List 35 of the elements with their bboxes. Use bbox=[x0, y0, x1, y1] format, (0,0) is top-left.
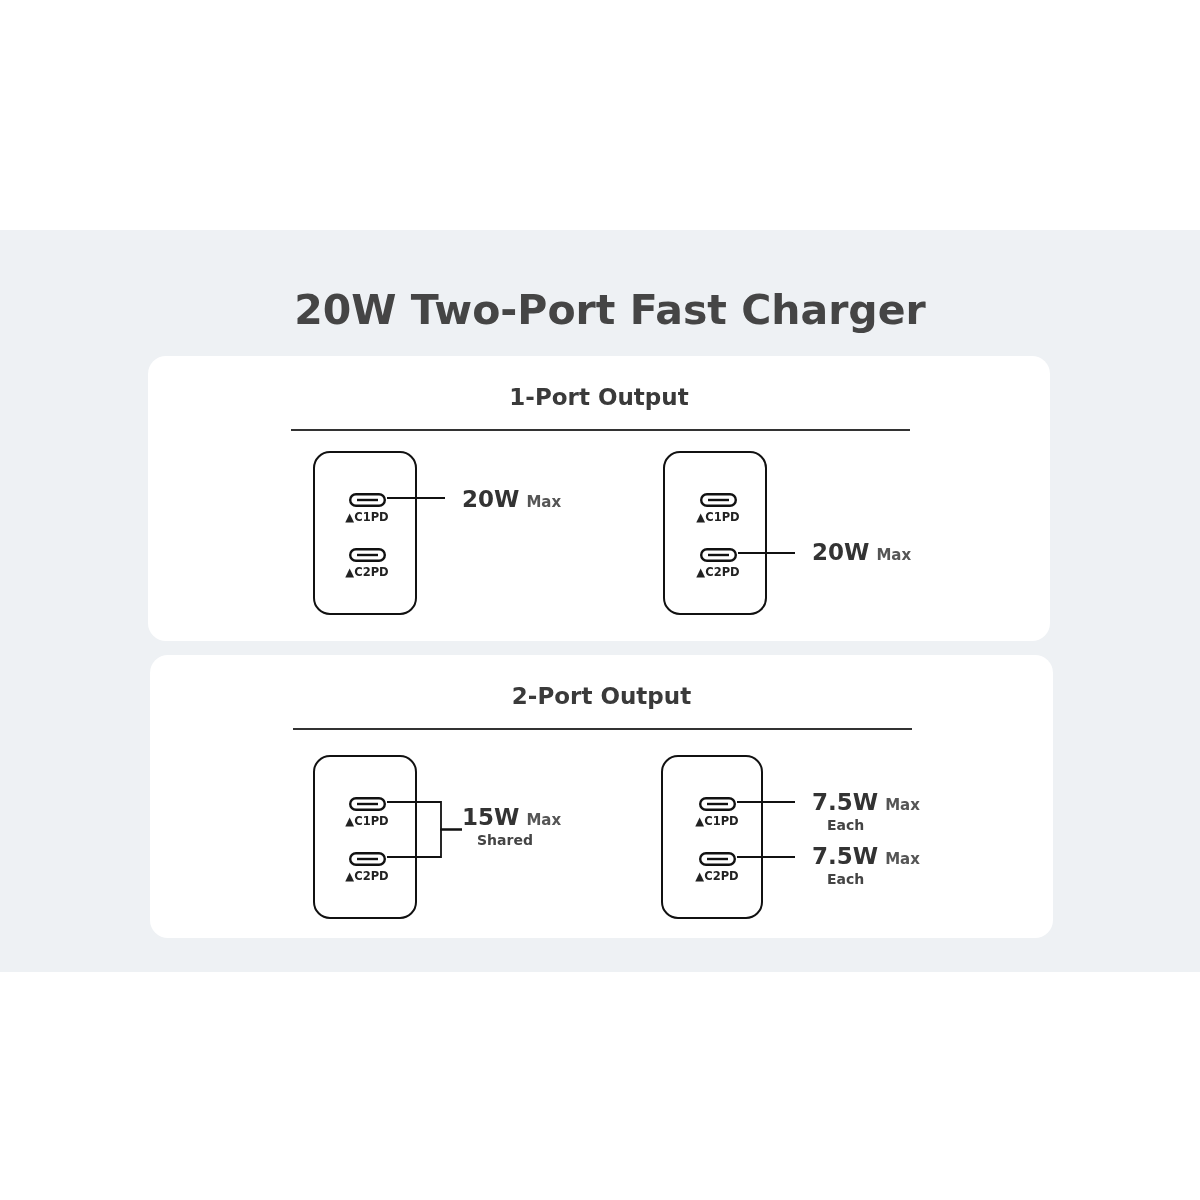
output-panel bbox=[148, 356, 1050, 641]
port-label: ▲C2PD bbox=[345, 565, 389, 579]
charger-body bbox=[663, 451, 767, 615]
port-label: ▲C1PD bbox=[696, 510, 740, 524]
port-label: ▲C2PD bbox=[695, 869, 739, 883]
leader-line bbox=[736, 856, 796, 858]
charger-body bbox=[313, 451, 417, 615]
port-label: ▲C1PD bbox=[345, 814, 389, 828]
port-label: ▲C1PD bbox=[695, 814, 739, 828]
leader-line bbox=[737, 552, 796, 554]
port-label: ▲C1PD bbox=[345, 510, 389, 524]
wattage-value: 20W bbox=[462, 486, 520, 512]
max-label: Max bbox=[526, 811, 562, 829]
output-panel bbox=[150, 655, 1053, 938]
port-label: ▲C2PD bbox=[345, 869, 389, 883]
charger-body bbox=[313, 755, 417, 919]
wattage-value: 20W bbox=[812, 539, 870, 565]
max-label: Max bbox=[876, 546, 912, 564]
max-label: Max bbox=[885, 796, 920, 814]
leader-line bbox=[736, 801, 796, 803]
leader-line bbox=[386, 828, 463, 858]
leader-line bbox=[386, 497, 446, 499]
note-label: Shared bbox=[477, 832, 533, 848]
wattage-value: 15W bbox=[462, 804, 520, 830]
panel-heading: 1-Port Output bbox=[508, 384, 690, 410]
max-label: Max bbox=[526, 493, 562, 511]
note-label: Each bbox=[827, 871, 865, 887]
note-label: Each bbox=[827, 817, 865, 833]
max-label: Max bbox=[885, 850, 920, 868]
port-label: ▲C2PD bbox=[696, 565, 740, 579]
wattage-value: 7.5W bbox=[812, 789, 879, 815]
charger-body bbox=[661, 755, 763, 919]
panel-heading: 2-Port Output bbox=[510, 683, 693, 709]
title: 20W Two-Port Fast Charger bbox=[293, 286, 927, 334]
wattage-value: 7.5W bbox=[812, 843, 879, 869]
